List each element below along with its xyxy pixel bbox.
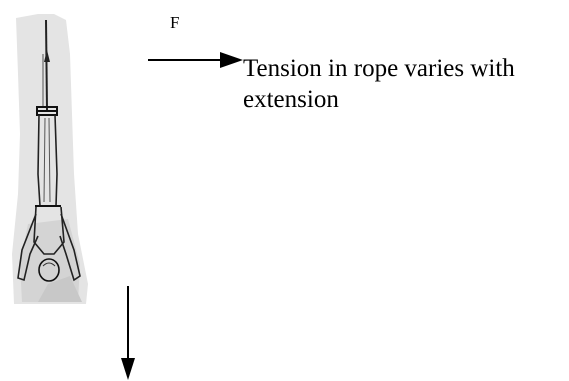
weight-arrow [121,286,135,380]
force-label: F [170,13,180,32]
tension-description: Tension in rope varies with extension [243,55,515,113]
force-arrow [148,52,243,68]
bungee-jumper-figure [12,14,88,304]
